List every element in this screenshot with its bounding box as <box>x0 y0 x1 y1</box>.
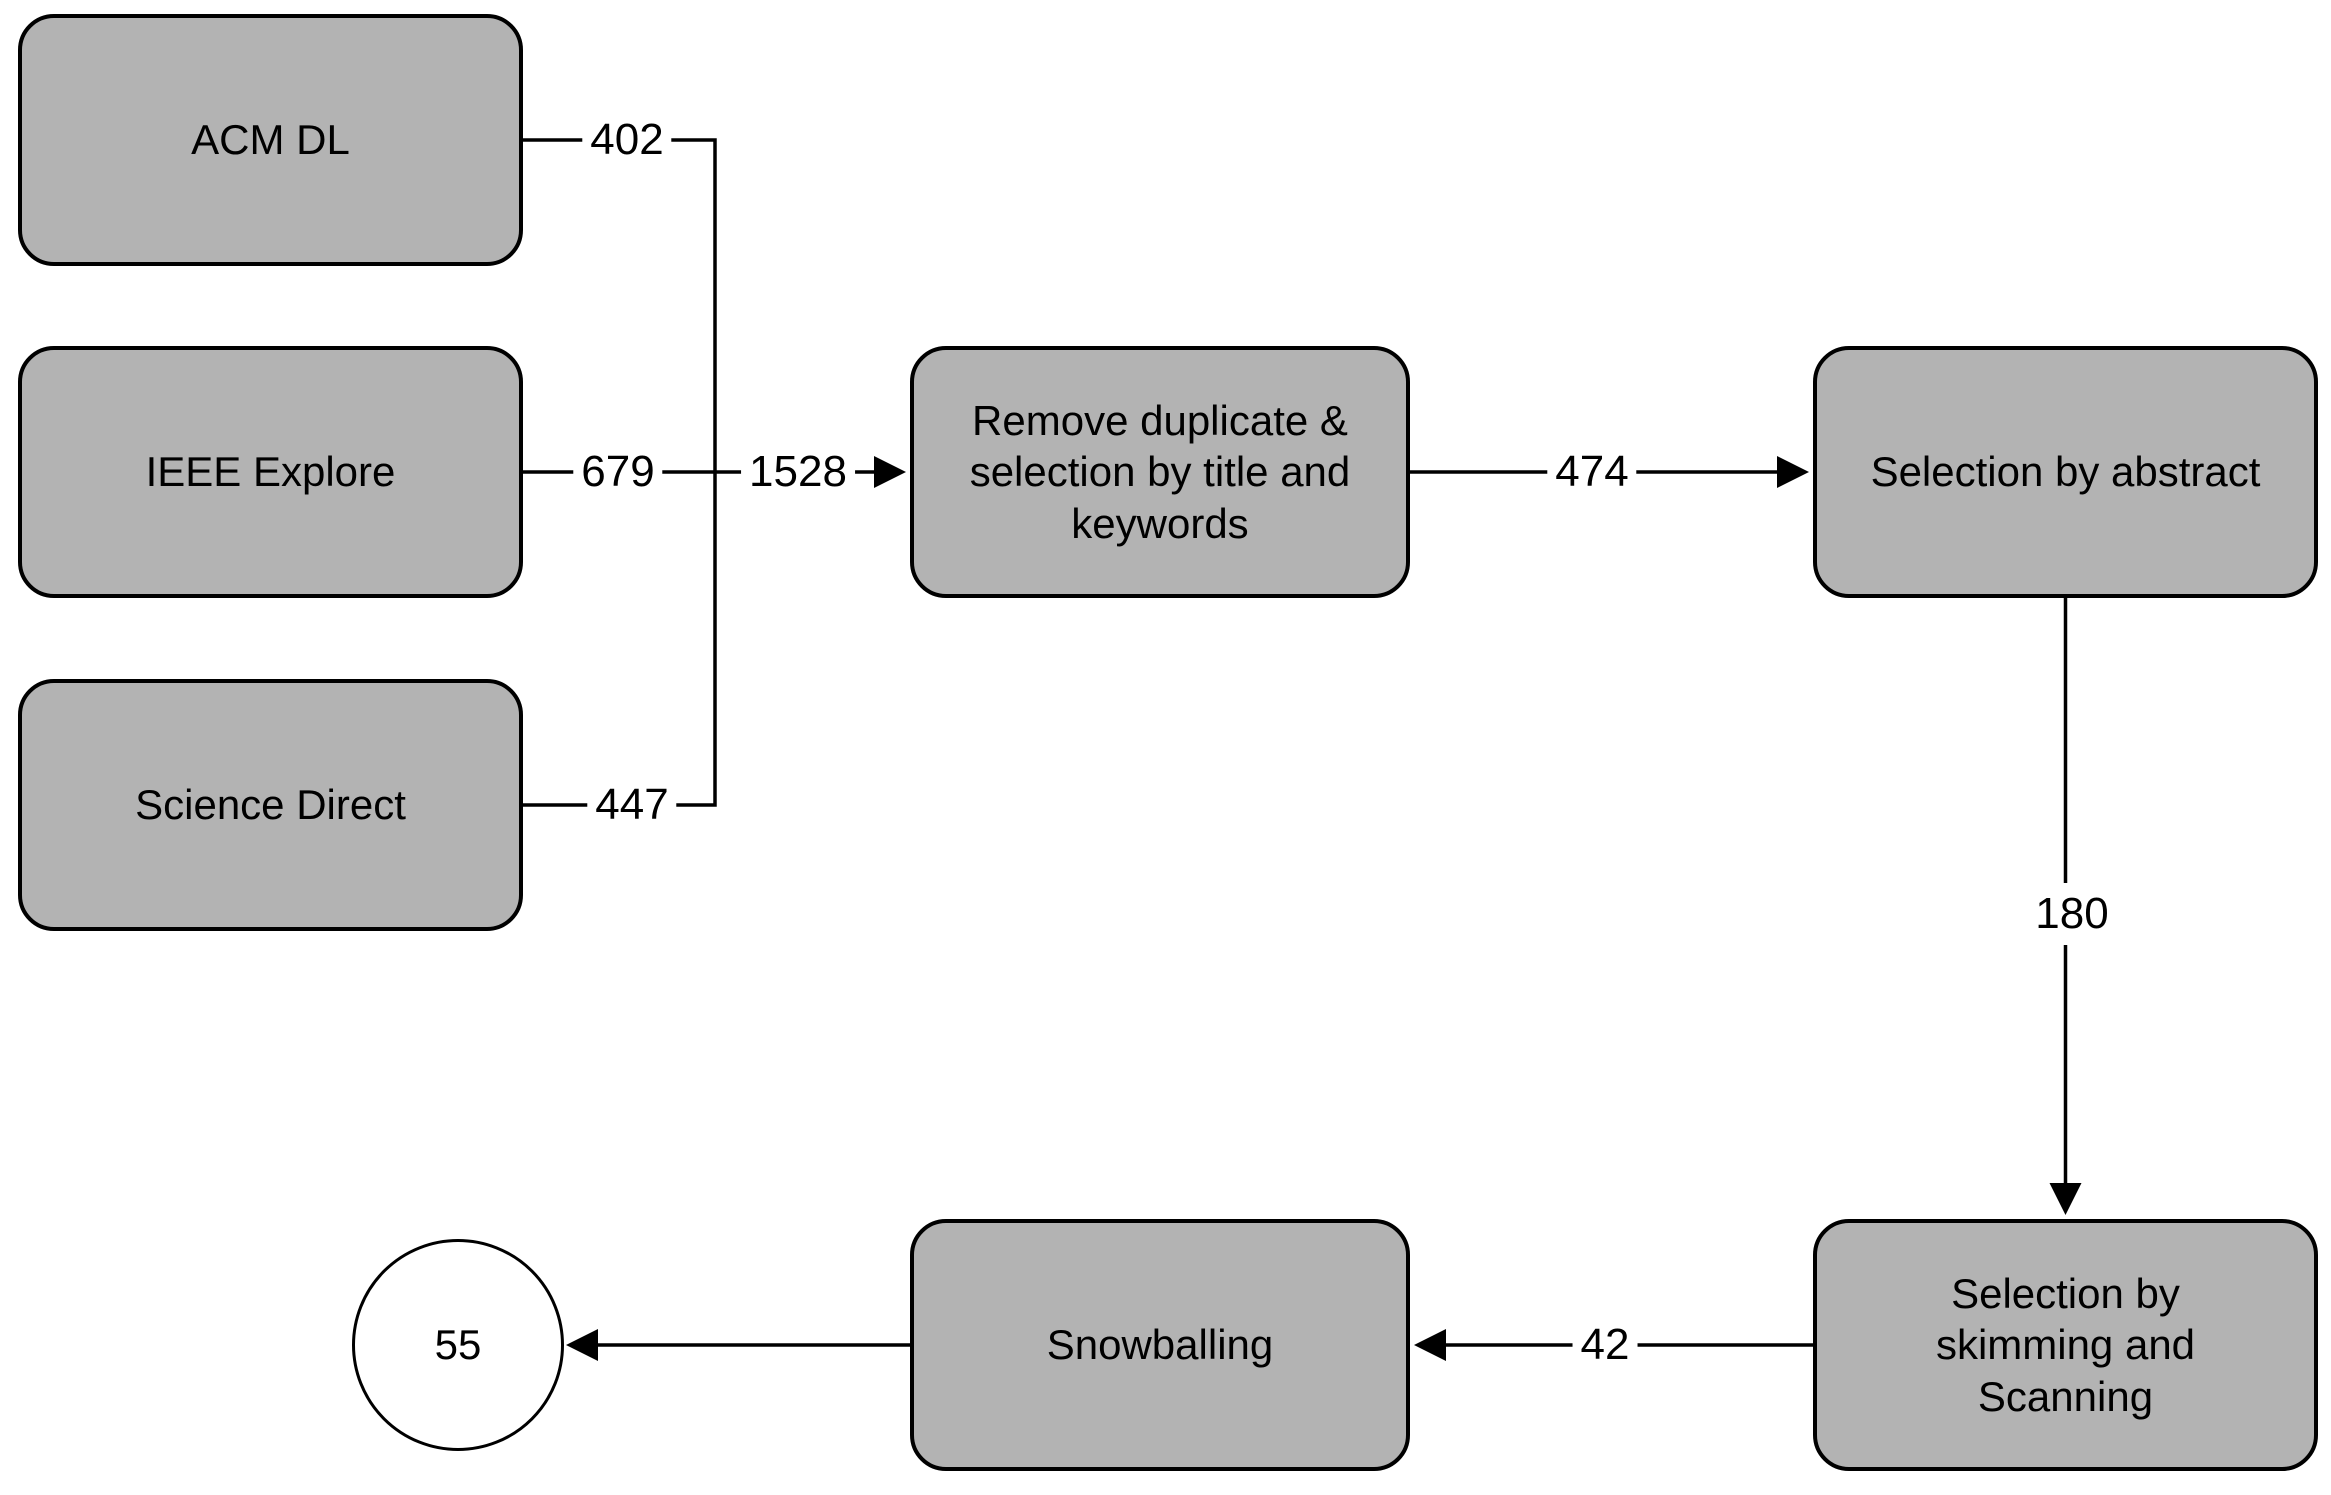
node-remove-duplicates-label: Remove duplicate & selection by title an… <box>969 397 1351 547</box>
arrowhead-into-skimming <box>2049 1183 2082 1215</box>
node-selection-by-skimming-label: Selection by skimming and Scanning <box>1935 1270 2196 1420</box>
node-science-direct: Science Direct <box>18 679 523 931</box>
edge-label-180: 180 <box>2027 883 2117 945</box>
edge-label-sciencedirect-447: 447 <box>587 778 677 832</box>
edge-label-acm-402: 402 <box>582 113 672 167</box>
node-snowballing-label: Snowballing <box>1046 1321 1274 1369</box>
arrowhead-into-dedupe <box>874 456 906 488</box>
node-acm-dl-label: ACM DL <box>191 116 350 164</box>
edge-label-ieee-679: 679 <box>573 445 663 499</box>
edge-label-474: 474 <box>1547 445 1637 499</box>
arrowhead-into-snowballing <box>1414 1329 1446 1361</box>
node-acm-dl: ACM DL <box>18 14 523 266</box>
edge-label-merged-1528: 1528 <box>741 445 855 499</box>
arrowhead-into-abstract <box>1777 456 1809 488</box>
node-selection-by-abstract-label: Selection by abstract <box>1870 448 2261 496</box>
node-final-count-label: 55 <box>434 1321 482 1368</box>
node-remove-duplicates: Remove duplicate & selection by title an… <box>910 346 1410 598</box>
node-ieee-explore: IEEE Explore <box>18 346 523 598</box>
node-selection-by-abstract: Selection by abstract <box>1813 346 2318 598</box>
arrowhead-into-final-circle <box>566 1329 598 1361</box>
node-snowballing: Snowballing <box>910 1219 1410 1471</box>
node-ieee-explore-label: IEEE Explore <box>145 448 396 496</box>
edge-label-42: 42 <box>1572 1318 1638 1372</box>
node-science-direct-label: Science Direct <box>135 781 406 829</box>
node-final-count-circle: 55 <box>352 1239 564 1451</box>
node-selection-by-skimming: Selection by skimming and Scanning <box>1813 1219 2318 1471</box>
